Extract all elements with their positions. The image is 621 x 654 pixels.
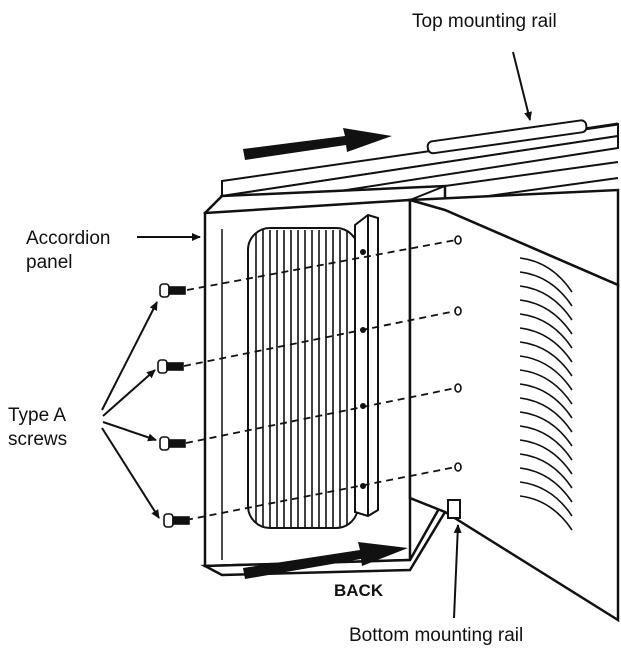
arrow-right-icon	[243, 542, 408, 579]
arrow-right-icon	[243, 128, 392, 160]
top-rail-label: Top mounting rail	[412, 11, 557, 32]
back-label: BACK	[334, 581, 384, 600]
top-mounting-rail	[219, 119, 619, 210]
bottom-rail-label: Bottom mounting rail	[349, 625, 523, 646]
screws-label-line1: Type A	[8, 405, 66, 426]
screw-icon	[159, 436, 186, 451]
bottom-mounting-rail	[447, 499, 461, 519]
screw-icon	[159, 283, 186, 298]
accordion-panel-label-line2: panel	[26, 252, 73, 273]
accordion-grille	[247, 227, 359, 529]
screw-icon	[163, 513, 190, 528]
leader-lines	[101, 51, 532, 619]
screw-icon	[157, 359, 184, 374]
screws-label-line2: screws	[8, 429, 67, 450]
panel-flange	[354, 213, 379, 518]
screw-alignment-lines	[183, 239, 457, 521]
unit-side-vents	[519, 257, 573, 531]
air-conditioner-unit	[408, 188, 620, 623]
accordion-panel-label-line1: Accordion	[26, 228, 111, 249]
